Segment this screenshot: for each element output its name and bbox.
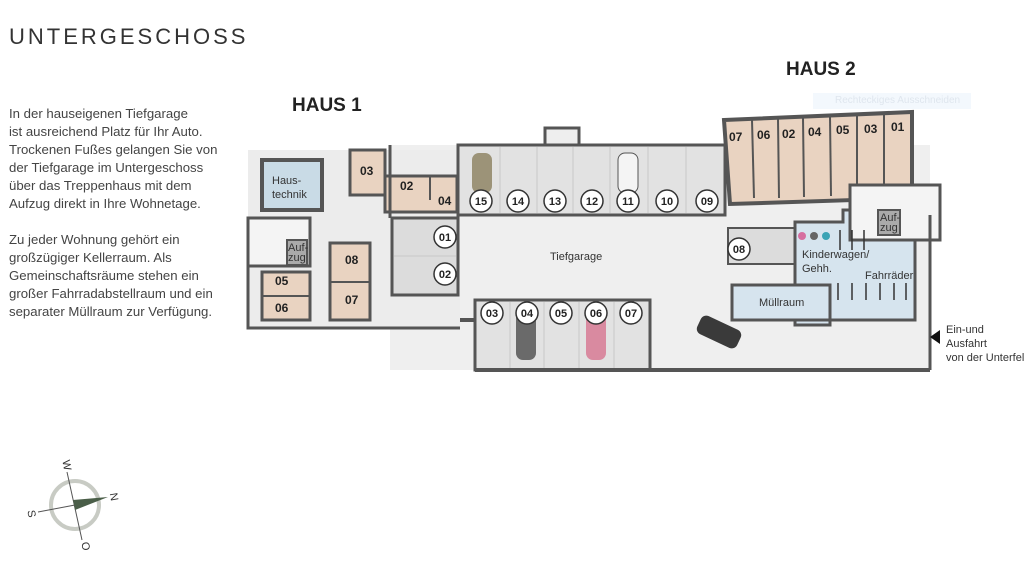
- description-paragraph1-1: ist ausreichend Platz für Ihr Auto.: [9, 124, 203, 139]
- plan-parking_top-5: 10: [661, 196, 673, 208]
- description-paragraph1-4: über das Treppenhaus mit dem: [9, 178, 192, 193]
- plan-tiefgarage: Tiefgarage: [550, 251, 602, 263]
- plan-parking_top-6: 09: [701, 196, 713, 208]
- description-paragraph1-5: Aufzug direkt in Ihre Wohnetage.: [9, 196, 201, 211]
- parking-space-marker: [480, 301, 504, 325]
- plan-aufzug-1: zug: [880, 222, 898, 234]
- plan-parking_top-1: 14: [512, 196, 525, 208]
- plan-parking_bottom-2: 05: [555, 308, 567, 320]
- compass-o: O: [78, 541, 91, 552]
- parking-space-marker: [619, 301, 643, 325]
- entrance-arrow-icon: [930, 330, 940, 344]
- plan-haus1_keller-4: 05: [275, 274, 289, 288]
- plan-parking_top-3: 12: [586, 196, 598, 208]
- stroller-icon: [798, 232, 806, 240]
- plan-parking_bottom-1: 04: [521, 308, 534, 320]
- parking-space-marker: [580, 189, 604, 213]
- parking-space-marker: [469, 189, 493, 213]
- plan-haus2_keller-0: 07: [729, 130, 743, 144]
- plan-haus1_keller-2: 04: [438, 194, 452, 208]
- description-paragraph1-2: Trockenen Fußes gelangen Sie von: [9, 142, 218, 157]
- haus1-label: HAUS 1: [292, 95, 362, 116]
- stroller-icon: [822, 232, 830, 240]
- parking-space-marker: [506, 189, 530, 213]
- tooltip: Rechteckiges Ausschneiden: [813, 93, 971, 109]
- plan-haus1_keller-0: 03: [360, 164, 374, 178]
- parking-space-marker: [433, 262, 457, 286]
- plan-parking_haus2: 08: [733, 244, 745, 256]
- description-paragraph2-1: großzügiger Kellerraum. Als: [9, 250, 172, 265]
- parking-space-marker: [584, 301, 608, 325]
- plan-haus2_keller-3: 04: [808, 125, 822, 139]
- plan-haus1_keller-1: 02: [400, 179, 414, 193]
- plan-haus1_keller-3: 08: [345, 253, 359, 267]
- car-icon: [472, 153, 492, 193]
- compass-w: W: [59, 459, 73, 472]
- description-paragraph1-0: In der hauseigenen Tiefgarage: [9, 106, 188, 121]
- car-icon: [696, 315, 742, 349]
- stroller-icon: [810, 232, 818, 240]
- plan-haus2_keller-2: 02: [782, 127, 796, 141]
- compass-s: S: [24, 509, 37, 518]
- plan-haus1_keller-6: 06: [275, 301, 289, 315]
- parking-space-marker: [655, 189, 679, 213]
- plan-aufzug-0: Auf-: [288, 242, 309, 254]
- plan-parking_top-4: 11: [622, 196, 634, 208]
- plan-haus1_keller-5: 07: [345, 293, 359, 307]
- description-paragraph2-3: großer Fahrradabstellraum und ein: [9, 286, 213, 301]
- parking-space-marker: [543, 189, 567, 213]
- haus2-label: HAUS 2: [786, 59, 856, 80]
- description-paragraph2-2: Gemeinschaftsräume stehen ein: [9, 268, 199, 283]
- parking-space-marker: [515, 301, 539, 325]
- compass-n: N: [107, 492, 120, 502]
- plan-parking_top-2: 13: [549, 196, 561, 208]
- plan-haustechnik-0: Haus-: [272, 175, 302, 187]
- plan-aufzug-0: Auf-: [880, 212, 901, 224]
- parking-space-marker: [695, 189, 719, 213]
- plan-kinderwagen-1: Gehh.: [802, 263, 832, 275]
- parking-space-marker: [616, 189, 640, 213]
- page-title: UNTERGESCHOSS: [9, 24, 249, 49]
- plan-einfahrt-2: von der Unterfeld: [946, 352, 1024, 364]
- description-paragraph2-0: Zu jeder Wohnung gehört ein: [9, 232, 180, 247]
- plan-haus2_keller-5: 03: [864, 122, 878, 136]
- plan-muellraum: Müllraum: [759, 297, 804, 309]
- description-paragraph-1: In der hauseigenen Tiefgarage ist ausreic…: [9, 105, 234, 213]
- plan-haustechnik-1: technik: [272, 189, 307, 201]
- parking-space-marker: [433, 225, 457, 249]
- plan-aufzug-1: zug: [288, 252, 306, 264]
- plan-parking_haus1-1: 02: [439, 269, 451, 281]
- plan-einfahrt-1: Ausfahrt: [946, 338, 987, 350]
- plan-haus2_keller-4: 05: [836, 123, 850, 137]
- description: In der hauseigenen Tiefgarage ist ausreic…: [9, 105, 234, 339]
- plan-fahrraeder: Fahrräder: [865, 270, 914, 282]
- plan-parking_top-0: 15: [475, 196, 487, 208]
- car-icon: [617, 152, 639, 194]
- plan-parking_bottom-3: 06: [590, 308, 602, 320]
- parking-space-marker: [727, 237, 751, 261]
- parking-space-marker: [549, 301, 573, 325]
- plan-einfahrt-0: Ein-und: [946, 324, 984, 336]
- description-paragraph-2: Zu jeder Wohnung gehört ein großzügiger K…: [9, 231, 234, 321]
- plan-parking_bottom-4: 07: [625, 308, 637, 320]
- plan-haus2_keller-6: 01: [891, 120, 905, 134]
- compass-icon: N S W O: [24, 459, 120, 552]
- plan-kinderwagen-0: Kinderwagen/: [802, 249, 870, 261]
- description-paragraph1-3: der Tiefgarage im Untergeschoss: [9, 160, 204, 175]
- description-paragraph2-4: separater Müllraum zur Verfügung.: [9, 304, 213, 319]
- plan-haus2_keller-1: 06: [757, 128, 771, 142]
- plan-parking_haus1-0: 01: [439, 232, 451, 244]
- plan-parking_bottom-0: 03: [486, 308, 498, 320]
